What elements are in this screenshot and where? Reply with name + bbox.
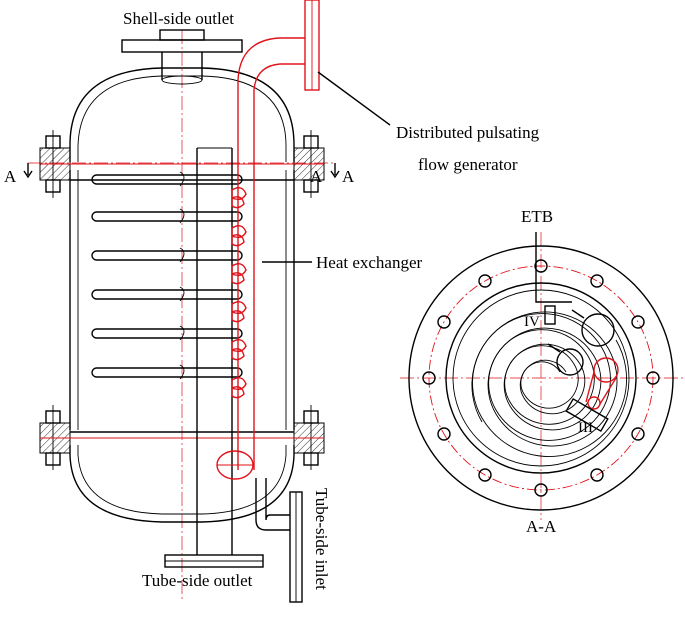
label-heat-exchanger: Heat exchanger: [316, 253, 423, 272]
generator-pipe-outer: [237, 37, 305, 470]
label-generator-line2: flow generator: [418, 155, 518, 174]
label-tube-side-outlet: Tube-side outlet: [142, 571, 253, 590]
label-shell-side-outlet: Shell-side outlet: [123, 9, 234, 28]
nozzle-group: [231, 187, 247, 399]
etb-fitting: [556, 348, 584, 376]
pulsating-flow-generator: [216, 0, 320, 480]
leader-generator: [317, 71, 391, 126]
tube-row: [91, 174, 243, 185]
section-view: [400, 232, 685, 520]
label-iv: IV: [524, 314, 540, 330]
label-etb: ETB: [521, 207, 553, 226]
bolt-holes: [422, 259, 660, 497]
shell-outer: [445, 282, 637, 474]
label-iii: III: [578, 420, 593, 436]
section-arrow-left: [23, 163, 33, 179]
inlet-elbow: [255, 478, 290, 531]
tube-row: [91, 328, 243, 339]
bottom-head: [69, 445, 295, 523]
flange-outer: [408, 245, 674, 511]
label-section-right: A: [342, 167, 355, 186]
top-head: [69, 67, 295, 162]
top-flange-neck: [159, 29, 205, 41]
block-iii: [565, 397, 609, 433]
tube-row: [91, 367, 243, 378]
exchanger-elevation: [23, 29, 340, 603]
generator-pipe-inner: [253, 63, 305, 470]
bolt-circle: [428, 265, 654, 491]
label-tube-side-inlet: Tube-side inlet: [312, 488, 331, 590]
tube-row: [91, 250, 243, 261]
tube-row: [91, 289, 243, 300]
tube-bundle: [91, 171, 243, 380]
top-nozzle: [161, 52, 203, 80]
label-section-view: A-A: [526, 517, 557, 536]
label-section-left: A: [4, 167, 17, 186]
spiral-coil: [471, 311, 627, 457]
section-generator: [585, 357, 619, 410]
section-arrow-right: [330, 163, 340, 179]
etb-leader: [535, 232, 572, 303]
label-section-right-inner: A: [310, 167, 323, 186]
etb-block: [544, 305, 556, 325]
label-generator-line1: Distributed pulsating: [396, 123, 540, 142]
tube-row: [91, 211, 243, 222]
